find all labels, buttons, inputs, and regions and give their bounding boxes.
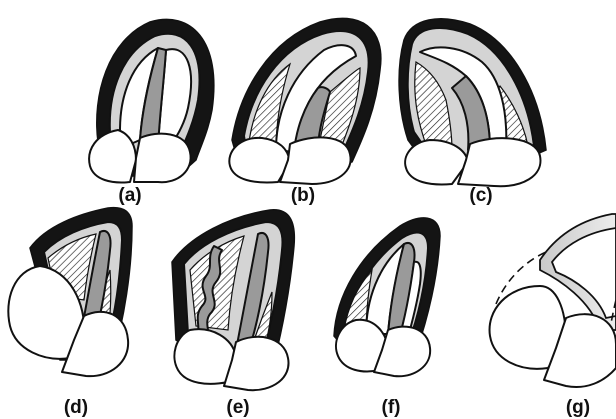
panel-c-left-lobe (405, 140, 468, 184)
panel-f (334, 218, 440, 376)
panel-a-right-lobe (134, 134, 191, 183)
panel-b-label: (b) (291, 185, 315, 206)
panel-e (172, 210, 294, 390)
panel-c-right-lobe (458, 138, 540, 186)
panel-d (8, 208, 132, 377)
panel-g (490, 214, 616, 387)
panel-a-label: (a) (118, 185, 141, 206)
panel-c-label: (c) (469, 185, 492, 206)
panel-e-label: (e) (226, 397, 249, 418)
panel-c (399, 19, 546, 186)
panel-a (89, 19, 214, 182)
panel-g-label: (g) (566, 397, 590, 418)
panel-b-left-lobe (229, 138, 290, 183)
panel-d-label: (d) (64, 397, 88, 418)
panel-b (229, 18, 381, 184)
panel-f-label: (f) (382, 397, 401, 418)
panel-a-left-lobe (89, 130, 136, 182)
panel-b-right-lobe (280, 137, 351, 184)
